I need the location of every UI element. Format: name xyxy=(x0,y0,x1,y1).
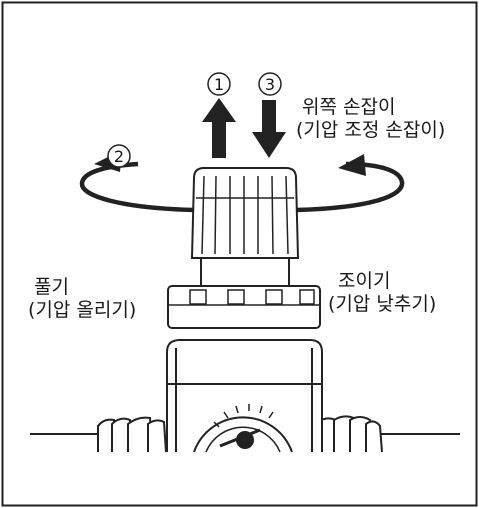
loosen-label-line2: (기압 올리기) xyxy=(28,299,137,321)
top-knob-label-line2: (기압 조정 손잡이) xyxy=(296,119,446,141)
loosen-label: 풀기 (기압 올리기) xyxy=(28,276,136,322)
top-knob-label-line1: 위쪽 손잡이 xyxy=(302,96,396,118)
down-arrow xyxy=(252,100,286,158)
tighten-label-line2: (기압 낮추기) xyxy=(328,293,437,315)
left-fitting xyxy=(97,416,167,453)
up-arrow xyxy=(202,98,236,158)
loosen-label-line1: 풀기 xyxy=(34,276,69,298)
regulator-body xyxy=(166,339,323,452)
tighten-label-line1: 조이기 xyxy=(338,270,391,292)
top-knob-label: 위쪽 손잡이 (기압 조정 손잡이) xyxy=(296,96,445,142)
svg-text:1: 1 xyxy=(214,75,224,94)
adjust-knob xyxy=(190,167,300,259)
callout-1: 1 xyxy=(207,72,231,96)
callout-2: 2 xyxy=(107,144,131,168)
pressure-gauge xyxy=(193,404,293,453)
knob-stem xyxy=(200,257,290,287)
right-fitting xyxy=(317,415,383,453)
tighten-label: 조이기 (기압 낮추기) xyxy=(328,270,436,316)
svg-text:3: 3 xyxy=(265,75,275,94)
callout-3: 3 xyxy=(258,72,282,96)
svg-text:2: 2 xyxy=(114,147,124,166)
lock-ring xyxy=(167,285,321,329)
